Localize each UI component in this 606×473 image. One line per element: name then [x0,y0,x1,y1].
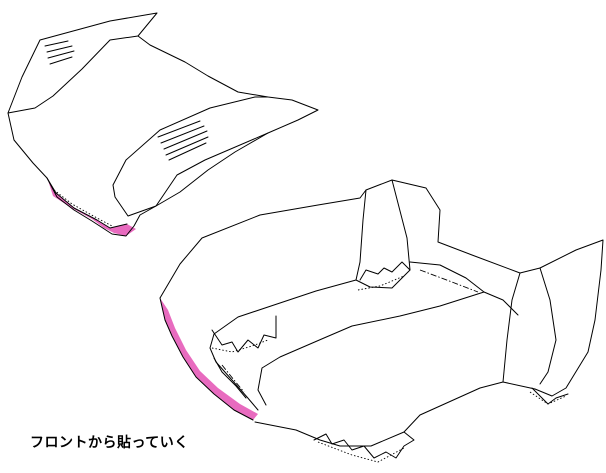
hood-vents-left [44,40,75,65]
body-front-edge-highlight [160,298,258,420]
hood-front-edge-highlight [47,177,136,236]
hood-vents-right [157,120,209,161]
hood-outline [7,12,319,237]
body-part [159,179,604,463]
body-outline [159,179,604,447]
caption-text: フロントから貼っていく [30,435,189,451]
hood-part [7,12,319,237]
